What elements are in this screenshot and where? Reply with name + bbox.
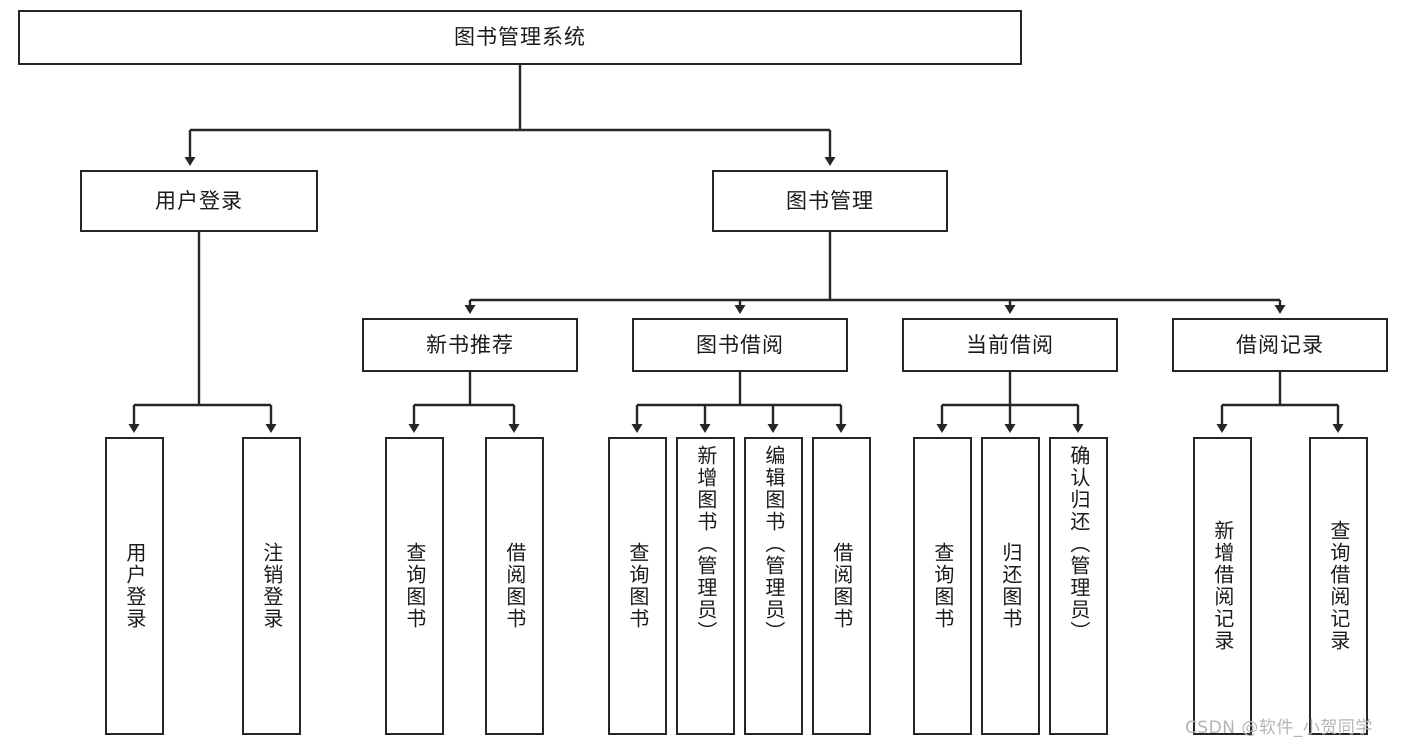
csdn-watermark: CSDN @软件_小贺同学 [1185,718,1373,738]
node-label: 图书管理系统 [454,25,586,50]
node-current-borrow[interactable]: 当前借阅 [902,318,1118,372]
node-book-borrow[interactable]: 图书借阅 [632,318,848,372]
node-label: 当前借阅 [966,332,1054,357]
node-label: 编辑图书（管理员） [761,445,786,643]
node-leaf-query-book-current[interactable]: 查询图书 [913,437,972,735]
node-leaf-user-login[interactable]: 用户登录 [105,437,164,735]
node-root-system[interactable]: 图书管理系统 [18,10,1022,65]
node-label: 借阅图书 [829,542,854,630]
node-leaf-confirm-return-admin[interactable]: 确认归还（管理员） [1049,437,1108,735]
node-leaf-borrow-book-rec[interactable]: 借阅图书 [485,437,544,735]
node-leaf-query-book-borrow[interactable]: 查询图书 [608,437,667,735]
node-leaf-edit-book-admin[interactable]: 编辑图书（管理员） [744,437,803,735]
node-label: 图书管理 [786,188,874,213]
node-leaf-return-book[interactable]: 归还图书 [981,437,1040,735]
node-leaf-query-book-rec[interactable]: 查询图书 [385,437,444,735]
node-label: 确认归还（管理员） [1066,445,1091,643]
node-leaf-borrow-book[interactable]: 借阅图书 [812,437,871,735]
node-label: 查询借阅记录 [1326,520,1351,652]
node-label: 用户登录 [155,188,243,213]
node-label: 查询图书 [625,542,650,630]
node-leaf-logout[interactable]: 注销登录 [242,437,301,735]
node-leaf-add-borrow-record[interactable]: 新增借阅记录 [1193,437,1252,735]
node-label: 借阅图书 [502,542,527,630]
node-label: 图书借阅 [696,332,784,357]
node-user-login[interactable]: 用户登录 [80,170,318,232]
node-label: 查询图书 [930,542,955,630]
node-label: 注销登录 [259,542,284,630]
node-label: 用户登录 [122,542,147,630]
node-label: 查询图书 [402,542,427,630]
node-leaf-add-book-admin[interactable]: 新增图书（管理员） [676,437,735,735]
node-book-management[interactable]: 图书管理 [712,170,948,232]
node-borrow-record[interactable]: 借阅记录 [1172,318,1388,372]
node-label: 新增图书（管理员） [693,445,718,643]
node-label: 新增借阅记录 [1210,520,1235,652]
node-label: 借阅记录 [1236,332,1324,357]
node-label: 新书推荐 [426,332,514,357]
node-label: 归还图书 [998,542,1023,630]
node-new-book-recommend[interactable]: 新书推荐 [362,318,578,372]
node-leaf-query-borrow-record[interactable]: 查询借阅记录 [1309,437,1368,735]
